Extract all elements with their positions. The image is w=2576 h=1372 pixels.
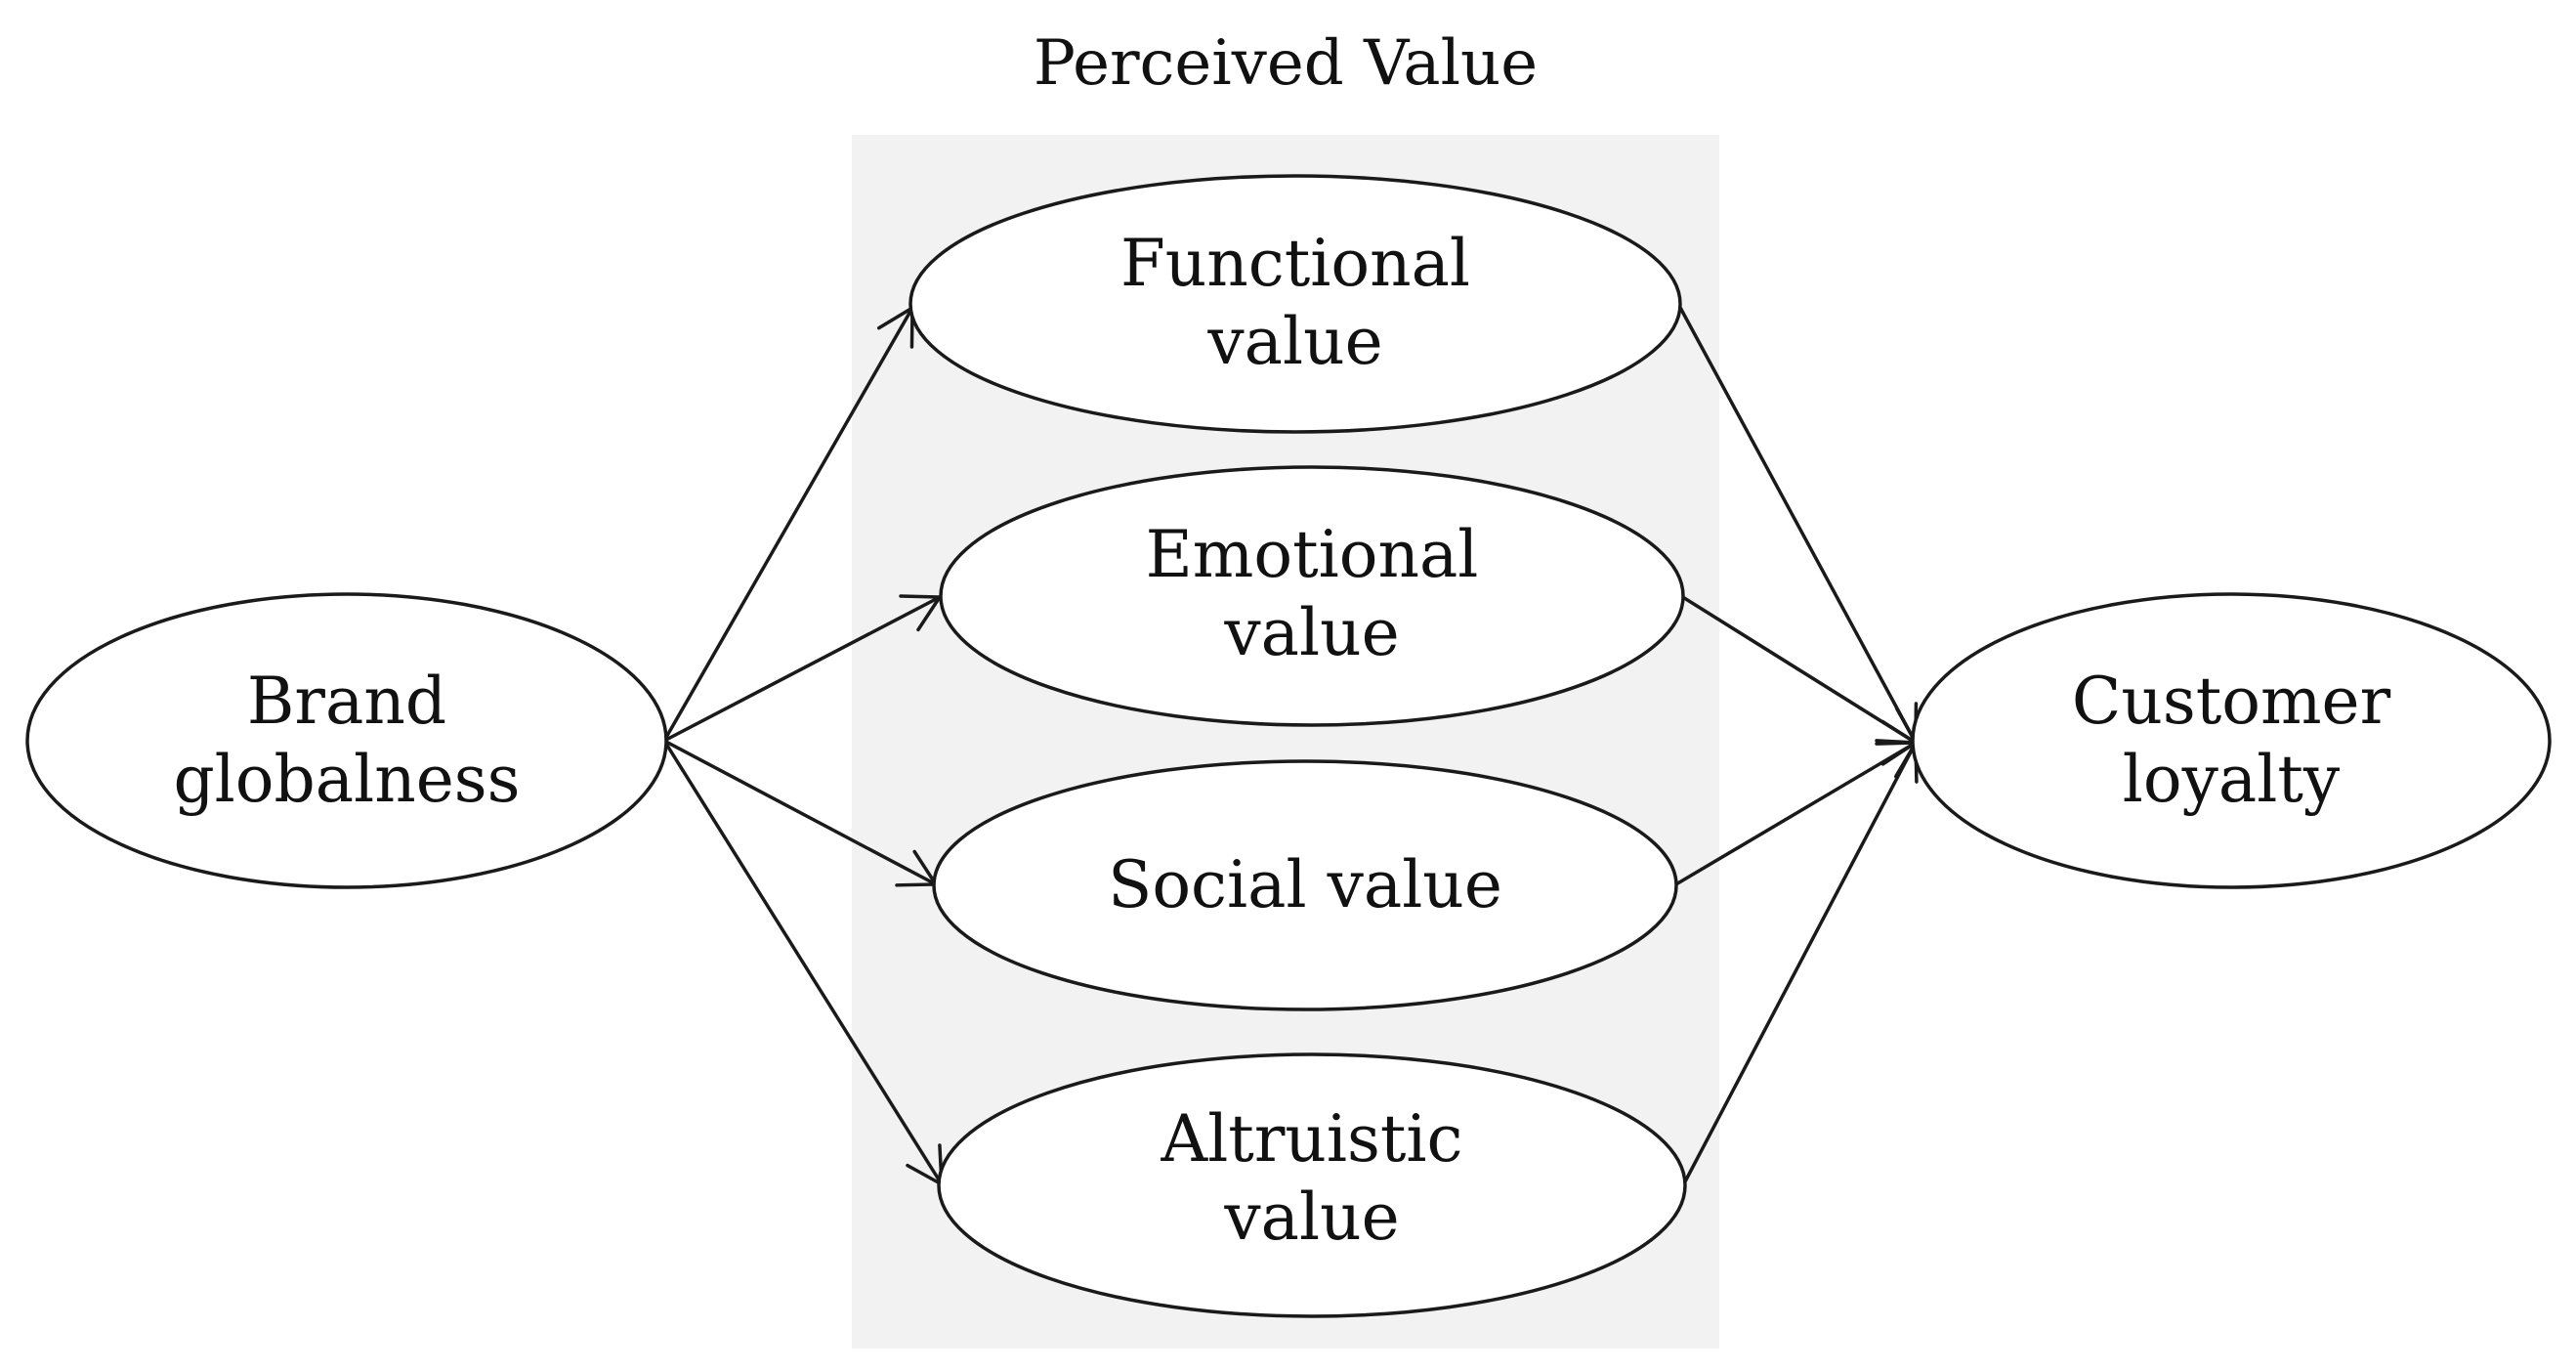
brand-globalness-ellipse <box>25 592 668 889</box>
functional-value-ellipse <box>908 174 1682 434</box>
edge-brand-globalness-to-functional-value-line <box>662 307 914 742</box>
brand-globalness-label-line-1: Brand <box>247 664 446 739</box>
node-altruistic-value: Altruistic value <box>937 1052 1687 1318</box>
customer-loyalty-label-line-1: Customer <box>2072 664 2391 739</box>
brand-globalness-label-line-2: globalness <box>173 742 520 817</box>
edge-brand-globalness-to-social-value-line <box>663 739 937 886</box>
edge-brand-globalness-to-altruistic-value-line <box>662 740 944 1185</box>
emotional-value-ellipse <box>939 465 1685 727</box>
edge-brand-globalness-to-emotional-value-line <box>663 595 941 743</box>
customer-loyalty-ellipse <box>1911 592 2552 889</box>
functional-value-label-line-1: Functional <box>1120 226 1470 301</box>
altruistic-value-label-line-2: value <box>1223 1179 1399 1255</box>
node-functional-value: Functional value <box>908 174 1682 434</box>
node-customer-loyalty: Customer loyalty <box>1911 592 2552 889</box>
altruistic-value-label-line-1: Altruistic <box>1161 1101 1463 1177</box>
node-social-value: Social value <box>932 759 1678 1011</box>
edge-altruistic-value-to-customer-loyalty-line <box>1681 742 1918 1186</box>
customer-loyalty-label-line-2: loyalty <box>2123 742 2341 817</box>
edge-functional-value-to-customer-loyalty-line <box>1676 303 1918 744</box>
edge-emotional-value-to-customer-loyalty-line <box>1680 594 1917 745</box>
social-value-ellipse <box>932 759 1678 1011</box>
altruistic-value-ellipse <box>937 1052 1687 1318</box>
emotional-value-label-line-2: value <box>1223 595 1399 670</box>
edge-social-value-to-customer-loyalty-line <box>1673 741 1917 887</box>
perceived-value-title: Perceived Value <box>1034 27 1538 100</box>
social-value-label: Social value <box>1108 847 1502 922</box>
functional-value-label-line-2: value <box>1206 304 1382 379</box>
node-emotional-value: Emotional value <box>939 465 1685 727</box>
node-brand-globalness: Brand globalness <box>25 592 668 889</box>
emotional-value-label-line-1: Emotional <box>1146 517 1479 592</box>
